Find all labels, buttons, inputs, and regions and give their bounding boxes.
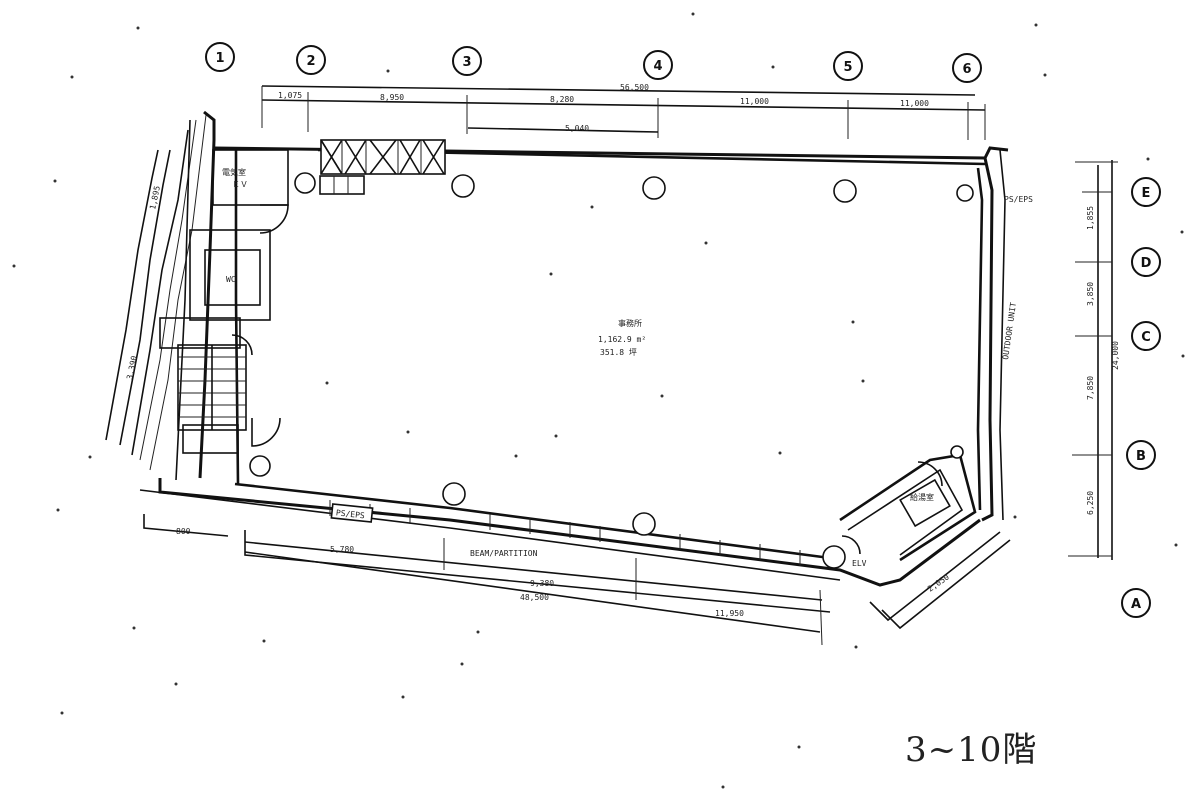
svg-text:56,500: 56,500: [620, 83, 649, 92]
grid-bubble-5: 5: [833, 51, 863, 81]
grid-bubble-b: B: [1126, 440, 1156, 470]
svg-text:C: C: [1141, 330, 1151, 345]
bottom-dimension-lines: 800 5,780 BEAM/PARTITION 9,380 48,500 11…: [143, 514, 1011, 646]
grid-bubble-c: C: [1131, 321, 1161, 351]
svg-text:ＥＶ: ＥＶ: [232, 180, 248, 189]
scan-noise: [12, 12, 1185, 789]
svg-text:11,000: 11,000: [740, 97, 769, 106]
svg-text:6,250: 6,250: [1086, 491, 1095, 515]
svg-text:3,390: 3,390: [125, 355, 139, 381]
office-room-label: 事務所 1,162.9 m² 351.8 坪 PS/EPS OUTDOOR UN…: [598, 195, 1033, 360]
elevator-shafts: [319, 139, 446, 195]
svg-text:給湯室: 給湯室: [910, 492, 934, 502]
top-grid-bubbles: 1 2 3 4 5 6: [205, 42, 982, 83]
building-outline: [139, 110, 1009, 587]
grid-bubble-e: E: [1131, 177, 1161, 207]
grid-bubble-4: 4: [643, 50, 673, 80]
grid-bubble-d: D: [1131, 247, 1161, 277]
top-dimension-lines: 1,075 8,950 8,280 11,000 11,000 56,500 5…: [261, 83, 986, 140]
elevator-icon: [320, 139, 445, 175]
svg-text:5: 5: [843, 60, 852, 75]
svg-text:3: 3: [462, 55, 471, 70]
svg-text:ELV: ELV: [852, 559, 867, 568]
grid-bubble-3: 3: [452, 46, 482, 76]
svg-text:8,280: 8,280: [550, 95, 574, 104]
svg-text:1,162.9 m²: 1,162.9 m²: [598, 335, 646, 344]
svg-text:9,380: 9,380: [530, 579, 554, 588]
svg-text:PS/EPS: PS/EPS: [1004, 195, 1033, 204]
right-dimension-lines: 1,855 3,850 7,850 6,250 24,000: [1068, 160, 1120, 560]
door-swing-icon: 給湯室 ELV: [231, 204, 951, 568]
svg-text:6: 6: [962, 62, 971, 77]
svg-text:11,000: 11,000: [900, 99, 929, 108]
svg-text:4: 4: [653, 59, 662, 74]
grid-bubble-6: 6: [952, 53, 982, 83]
svg-text:3,850: 3,850: [1086, 282, 1095, 306]
grid-bubble-2: 2: [296, 45, 326, 75]
svg-text:BEAM/PARTITION: BEAM/PARTITION: [470, 549, 538, 558]
svg-text:800: 800: [176, 527, 191, 536]
svg-text:1: 1: [215, 51, 224, 66]
columns: [249, 172, 974, 569]
svg-text:1,855: 1,855: [1086, 206, 1095, 230]
svg-text:D: D: [1141, 256, 1152, 271]
svg-text:事務所: 事務所: [618, 318, 642, 328]
svg-text:5,780: 5,780: [330, 545, 354, 554]
grid-bubble-1: 1: [205, 42, 235, 72]
svg-text:11,950: 11,950: [715, 609, 744, 618]
svg-text:A: A: [1131, 597, 1141, 612]
service-core: 電気室 ＥＶ WC: [159, 149, 289, 454]
right-grid-bubbles: E D C B A: [1121, 177, 1161, 618]
svg-text:7,850: 7,850: [1086, 376, 1095, 400]
svg-text:24,000: 24,000: [1111, 341, 1120, 370]
svg-text:B: B: [1136, 449, 1146, 464]
svg-text:OUTDOOR UNIT: OUTDOOR UNIT: [1001, 302, 1018, 361]
grid-bubble-a: A: [1121, 588, 1151, 618]
svg-text:8,950: 8,950: [380, 93, 404, 102]
svg-text:電気室: 電気室: [222, 167, 246, 177]
svg-text:5,040: 5,040: [565, 124, 589, 133]
svg-text:1,075: 1,075: [278, 91, 302, 100]
svg-text:WC: WC: [226, 275, 236, 284]
svg-text:2: 2: [306, 54, 315, 69]
column-icon: [294, 172, 316, 194]
window-mullions: PS/EPS: [329, 500, 801, 566]
stair-icon: [177, 344, 247, 431]
svg-text:PS/EPS: PS/EPS: [335, 508, 365, 520]
floor-label: 3~10階: [905, 730, 1038, 770]
svg-text:351.8 坪: 351.8 坪: [600, 348, 637, 357]
svg-text:E: E: [1142, 186, 1151, 201]
svg-text:48,500: 48,500: [520, 593, 549, 602]
